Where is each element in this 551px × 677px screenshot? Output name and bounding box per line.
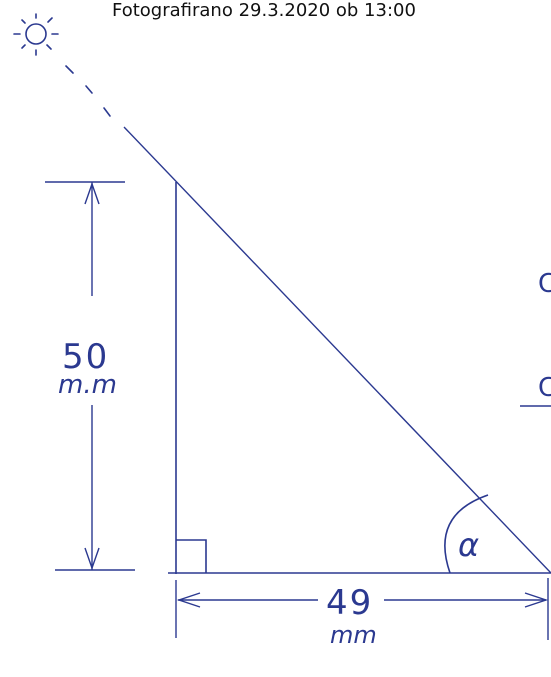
triangle-hypotenuse [123,126,551,574]
height-arrow-top [84,181,100,205]
edge-mark-lower: C [538,373,551,403]
edge-mark-upper: C [538,269,551,299]
height-arrow-bottom [84,547,100,571]
angle-alpha-label: α [458,526,479,564]
photo-caption: Fotografirano 29.3.2020 ob 13:00 [112,0,416,21]
sun-ray-dashes [65,65,111,117]
base-unit-label: mm [330,621,377,649]
base-arrow-left [176,592,201,608]
right-angle-marker [176,539,207,573]
sun-icon [13,13,59,56]
height-unit-label: m.m [58,370,117,400]
base-value-label: 49 [326,583,373,623]
angle-arc [444,494,489,574]
base-arrow-right [524,592,549,608]
height-value-label: 50 [62,337,109,377]
